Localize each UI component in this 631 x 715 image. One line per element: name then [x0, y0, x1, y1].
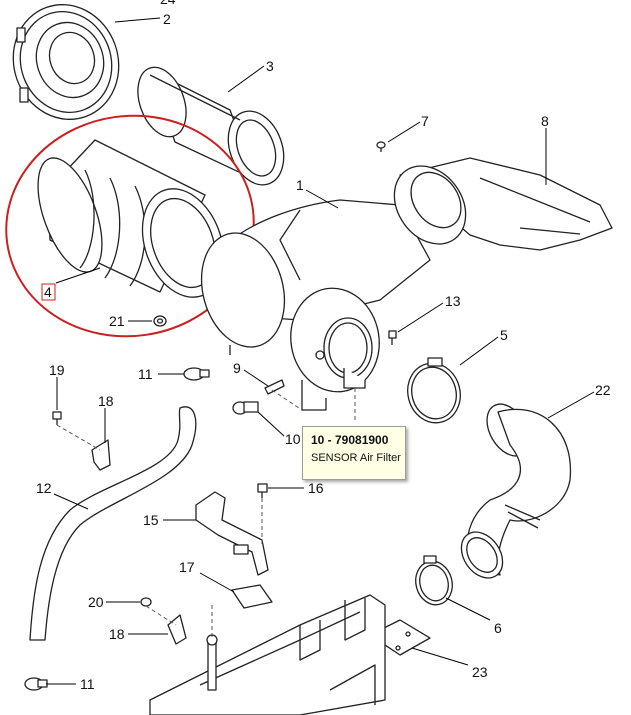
part-18-bracket-upper[interactable] — [91, 439, 111, 471]
callout-numbers: 24 2 3 7 8 1 4 21 13 5 22 19 11 9 18 10 … — [36, 0, 611, 692]
callout-12[interactable]: 12 — [36, 480, 52, 496]
tooltip-description: SENSOR Air Filter — [311, 452, 401, 464]
callout-1[interactable]: 1 — [296, 177, 304, 193]
callout-7[interactable]: 7 — [421, 113, 429, 129]
callout-13[interactable]: 13 — [445, 293, 461, 309]
part-18-bracket-lower[interactable] — [167, 614, 187, 645]
callout-3[interactable]: 3 — [266, 58, 274, 74]
callout-4[interactable]: 4 — [44, 284, 52, 300]
callout-21[interactable]: 21 — [109, 313, 125, 329]
callout-2[interactable]: 2 — [163, 11, 171, 27]
callout-6[interactable]: 6 — [494, 620, 502, 636]
callout-15[interactable]: 15 — [143, 512, 159, 528]
callout-11-lower[interactable]: 11 — [80, 676, 95, 692]
callout-18-lower[interactable]: 18 — [109, 626, 125, 642]
part-1-housing[interactable] — [189, 199, 431, 411]
callout-18-upper[interactable]: 18 — [98, 393, 114, 409]
mounting-lines — [56, 388, 356, 640]
part-8-inlet-duct[interactable] — [380, 152, 613, 258]
callout-23[interactable]: 23 — [472, 664, 488, 680]
part-20-nut[interactable] — [140, 597, 152, 607]
part-21-nut[interactable] — [153, 315, 167, 327]
callout-8[interactable]: 8 — [541, 113, 549, 129]
callout-19[interactable]: 19 — [49, 362, 65, 378]
part-5-clamp[interactable] — [401, 357, 467, 428]
callout-11-upper[interactable]: 11 — [138, 366, 153, 382]
highlight-circle — [5, 114, 255, 338]
part-6-clamp[interactable] — [411, 555, 457, 609]
callout-5[interactable]: 5 — [500, 327, 508, 343]
callout-9[interactable]: 9 — [233, 360, 241, 376]
part-19-bolt[interactable] — [52, 411, 62, 425]
part-16-bolt[interactable] — [257, 483, 268, 498]
callout-16[interactable]: 16 — [308, 480, 324, 496]
leader-lines — [46, 17, 595, 685]
part-3-filter[interactable] — [129, 61, 293, 193]
part-4-filter[interactable] — [25, 139, 238, 309]
part-9-fitting[interactable] — [264, 379, 285, 395]
callout-24[interactable]: 24 — [160, 0, 176, 7]
part-10-sensor[interactable] — [232, 401, 259, 415]
part-2-cover[interactable] — [0, 0, 135, 134]
callout-10[interactable]: 10 — [285, 431, 301, 447]
part-15-bracket[interactable] — [195, 491, 269, 576]
part-13-screw[interactable] — [388, 330, 397, 345]
callout-17[interactable]: 17 — [179, 559, 195, 575]
part-7-bolt[interactable] — [376, 141, 386, 152]
tooltip-part-number: 10 - 79081900 — [311, 433, 389, 447]
part-17-plate[interactable] — [231, 584, 273, 609]
part-11-clamp-upper[interactable] — [183, 367, 210, 381]
callout-22[interactable]: 22 — [595, 382, 611, 398]
frame-structure — [149, 594, 386, 715]
part-12-hose[interactable] — [29, 406, 197, 641]
callout-4-box — [41, 283, 56, 301]
part-22-elbow-hose[interactable] — [453, 397, 572, 586]
part-tooltip: 10 - 79081900 SENSOR Air Filter — [302, 426, 406, 480]
callout-20[interactable]: 20 — [88, 594, 104, 610]
part-11-clamp-lower[interactable] — [24, 677, 48, 691]
